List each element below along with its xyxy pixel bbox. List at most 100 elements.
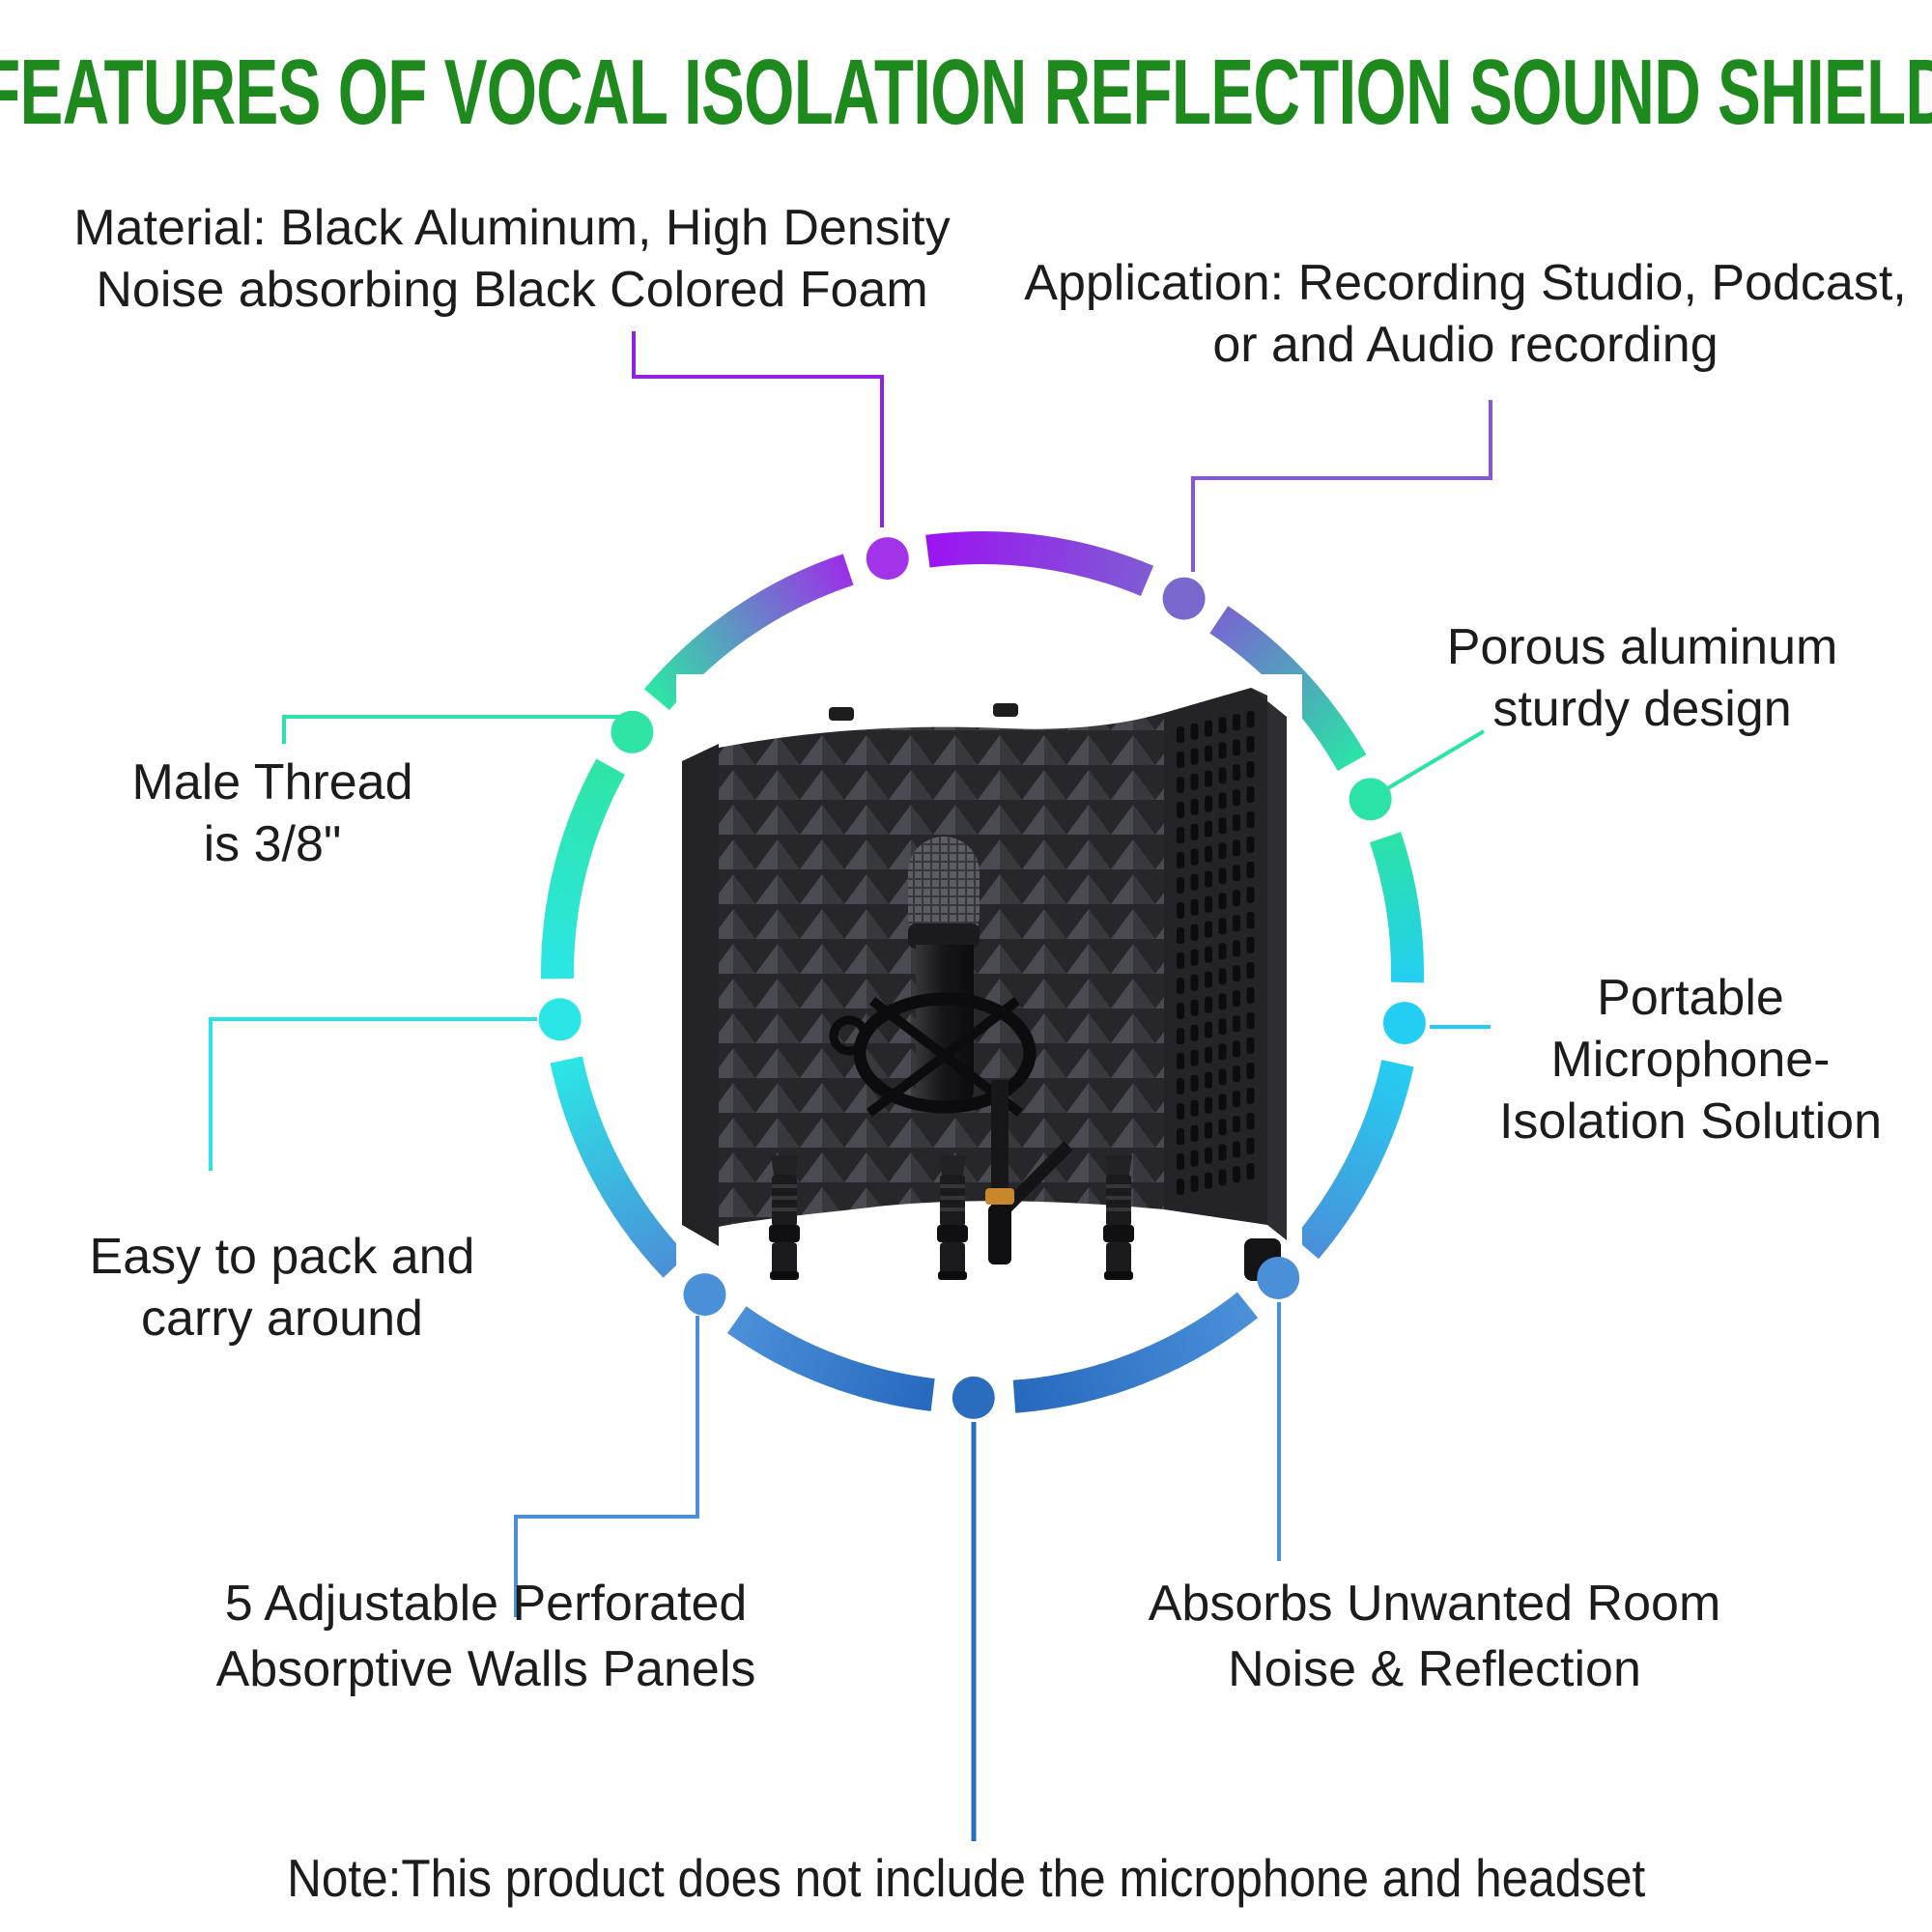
slot bbox=[1177, 902, 1184, 919]
ring-segment bbox=[550, 1056, 688, 1278]
shock-mount-ring bbox=[853, 992, 1037, 1114]
slot bbox=[1246, 912, 1255, 928]
slot bbox=[1218, 867, 1227, 885]
slot bbox=[1190, 923, 1199, 941]
slot bbox=[1205, 720, 1212, 737]
slot bbox=[1246, 1088, 1255, 1104]
slot bbox=[1205, 820, 1212, 838]
slot bbox=[1246, 1113, 1255, 1129]
note-text: Note:This product does not include the m… bbox=[286, 1848, 1646, 1908]
xlr-part bbox=[1106, 1242, 1131, 1275]
porous-callout bbox=[1379, 729, 1486, 794]
slot bbox=[1218, 1018, 1227, 1036]
slot bbox=[1205, 921, 1212, 938]
ring-dot-portable bbox=[1382, 1002, 1426, 1045]
slot bbox=[1218, 767, 1227, 784]
xlr-connector bbox=[769, 1155, 800, 1280]
xlr-part bbox=[940, 1184, 965, 1188]
ring-dots bbox=[538, 537, 1426, 1419]
slot bbox=[1218, 968, 1227, 985]
slot bbox=[1246, 862, 1255, 878]
slot bbox=[1190, 1024, 1199, 1041]
label-porous: Porous aluminum sturdy design bbox=[1446, 619, 1838, 737]
slot bbox=[1233, 739, 1240, 756]
slot bbox=[1246, 937, 1255, 953]
xlr-part bbox=[772, 1208, 797, 1211]
slot bbox=[1177, 877, 1184, 894]
xlr-part bbox=[771, 1155, 798, 1175]
xlr-part bbox=[769, 1225, 800, 1242]
slot bbox=[1205, 795, 1212, 812]
slot bbox=[1218, 1043, 1227, 1061]
slot bbox=[1233, 1040, 1240, 1058]
slot bbox=[1233, 764, 1240, 781]
slot bbox=[1246, 962, 1255, 979]
slot bbox=[1246, 837, 1255, 853]
slot bbox=[1190, 848, 1199, 866]
slot bbox=[1246, 711, 1255, 727]
page-title-wrap: FEATURES OF VOCAL ISOLATION REFLECTION S… bbox=[0, 46, 1932, 139]
slot bbox=[1218, 943, 1227, 960]
mic-body bbox=[916, 945, 974, 1103]
slot bbox=[1177, 852, 1184, 868]
slot bbox=[1190, 999, 1199, 1016]
ring-segment bbox=[1012, 1292, 1259, 1413]
ring-dot-absorbs bbox=[1257, 1256, 1300, 1299]
slot bbox=[1205, 870, 1212, 888]
ring-segment bbox=[643, 554, 854, 711]
stand-bracket bbox=[1000, 1141, 1073, 1214]
xlr-part bbox=[1106, 1208, 1131, 1211]
mount-thumb-screw bbox=[829, 1015, 869, 1056]
slot bbox=[1233, 839, 1240, 857]
slot bbox=[1190, 974, 1199, 991]
ring-segment bbox=[1293, 1060, 1414, 1260]
slot bbox=[1190, 1124, 1199, 1142]
slot bbox=[1205, 1096, 1212, 1114]
slot bbox=[1190, 949, 1199, 966]
ring-dot-porous bbox=[1349, 778, 1392, 821]
slot bbox=[1246, 1063, 1255, 1079]
xlr-connectors bbox=[769, 1155, 1134, 1280]
xlr-connector bbox=[1103, 1155, 1134, 1280]
slot bbox=[1205, 1172, 1212, 1189]
slot bbox=[1233, 965, 1240, 982]
xlr-part bbox=[772, 1242, 797, 1275]
perforated-panel-side bbox=[1251, 688, 1287, 1240]
slot bbox=[1177, 827, 1184, 843]
slot bbox=[1218, 1094, 1227, 1111]
slot bbox=[1233, 814, 1240, 832]
slot bbox=[1233, 1091, 1240, 1108]
slot bbox=[1190, 823, 1199, 840]
slot bbox=[1218, 1169, 1227, 1186]
application-callout bbox=[1191, 400, 1492, 572]
slot bbox=[1233, 1166, 1240, 1183]
slot bbox=[1218, 717, 1227, 734]
slot bbox=[1218, 1119, 1227, 1136]
ring-dot-note bbox=[952, 1376, 995, 1419]
slot bbox=[1246, 1138, 1255, 1154]
male-thread-callout bbox=[282, 715, 626, 744]
xlr-part bbox=[772, 1184, 797, 1188]
slot bbox=[1177, 1003, 1184, 1019]
slot bbox=[1190, 1049, 1199, 1066]
slot bbox=[1246, 887, 1255, 903]
slot bbox=[1177, 1179, 1184, 1195]
slot bbox=[1190, 798, 1199, 815]
slot bbox=[1205, 1147, 1212, 1164]
slot bbox=[1218, 1144, 1227, 1161]
label-easy: Easy to pack and carry around bbox=[89, 1229, 475, 1347]
xlr-part bbox=[772, 1196, 797, 1200]
slot bbox=[1233, 1065, 1240, 1083]
slot bbox=[1246, 987, 1255, 1004]
slot bbox=[1233, 890, 1240, 907]
slot bbox=[1190, 1074, 1199, 1092]
slot bbox=[1205, 946, 1212, 963]
slot bbox=[1218, 792, 1227, 810]
slot bbox=[1190, 1150, 1199, 1167]
xlr-part bbox=[938, 1271, 967, 1280]
slot bbox=[1233, 714, 1240, 731]
ring-dot-male-thread bbox=[611, 710, 654, 753]
xlr-part bbox=[939, 1155, 966, 1175]
slot bbox=[1233, 1015, 1240, 1033]
